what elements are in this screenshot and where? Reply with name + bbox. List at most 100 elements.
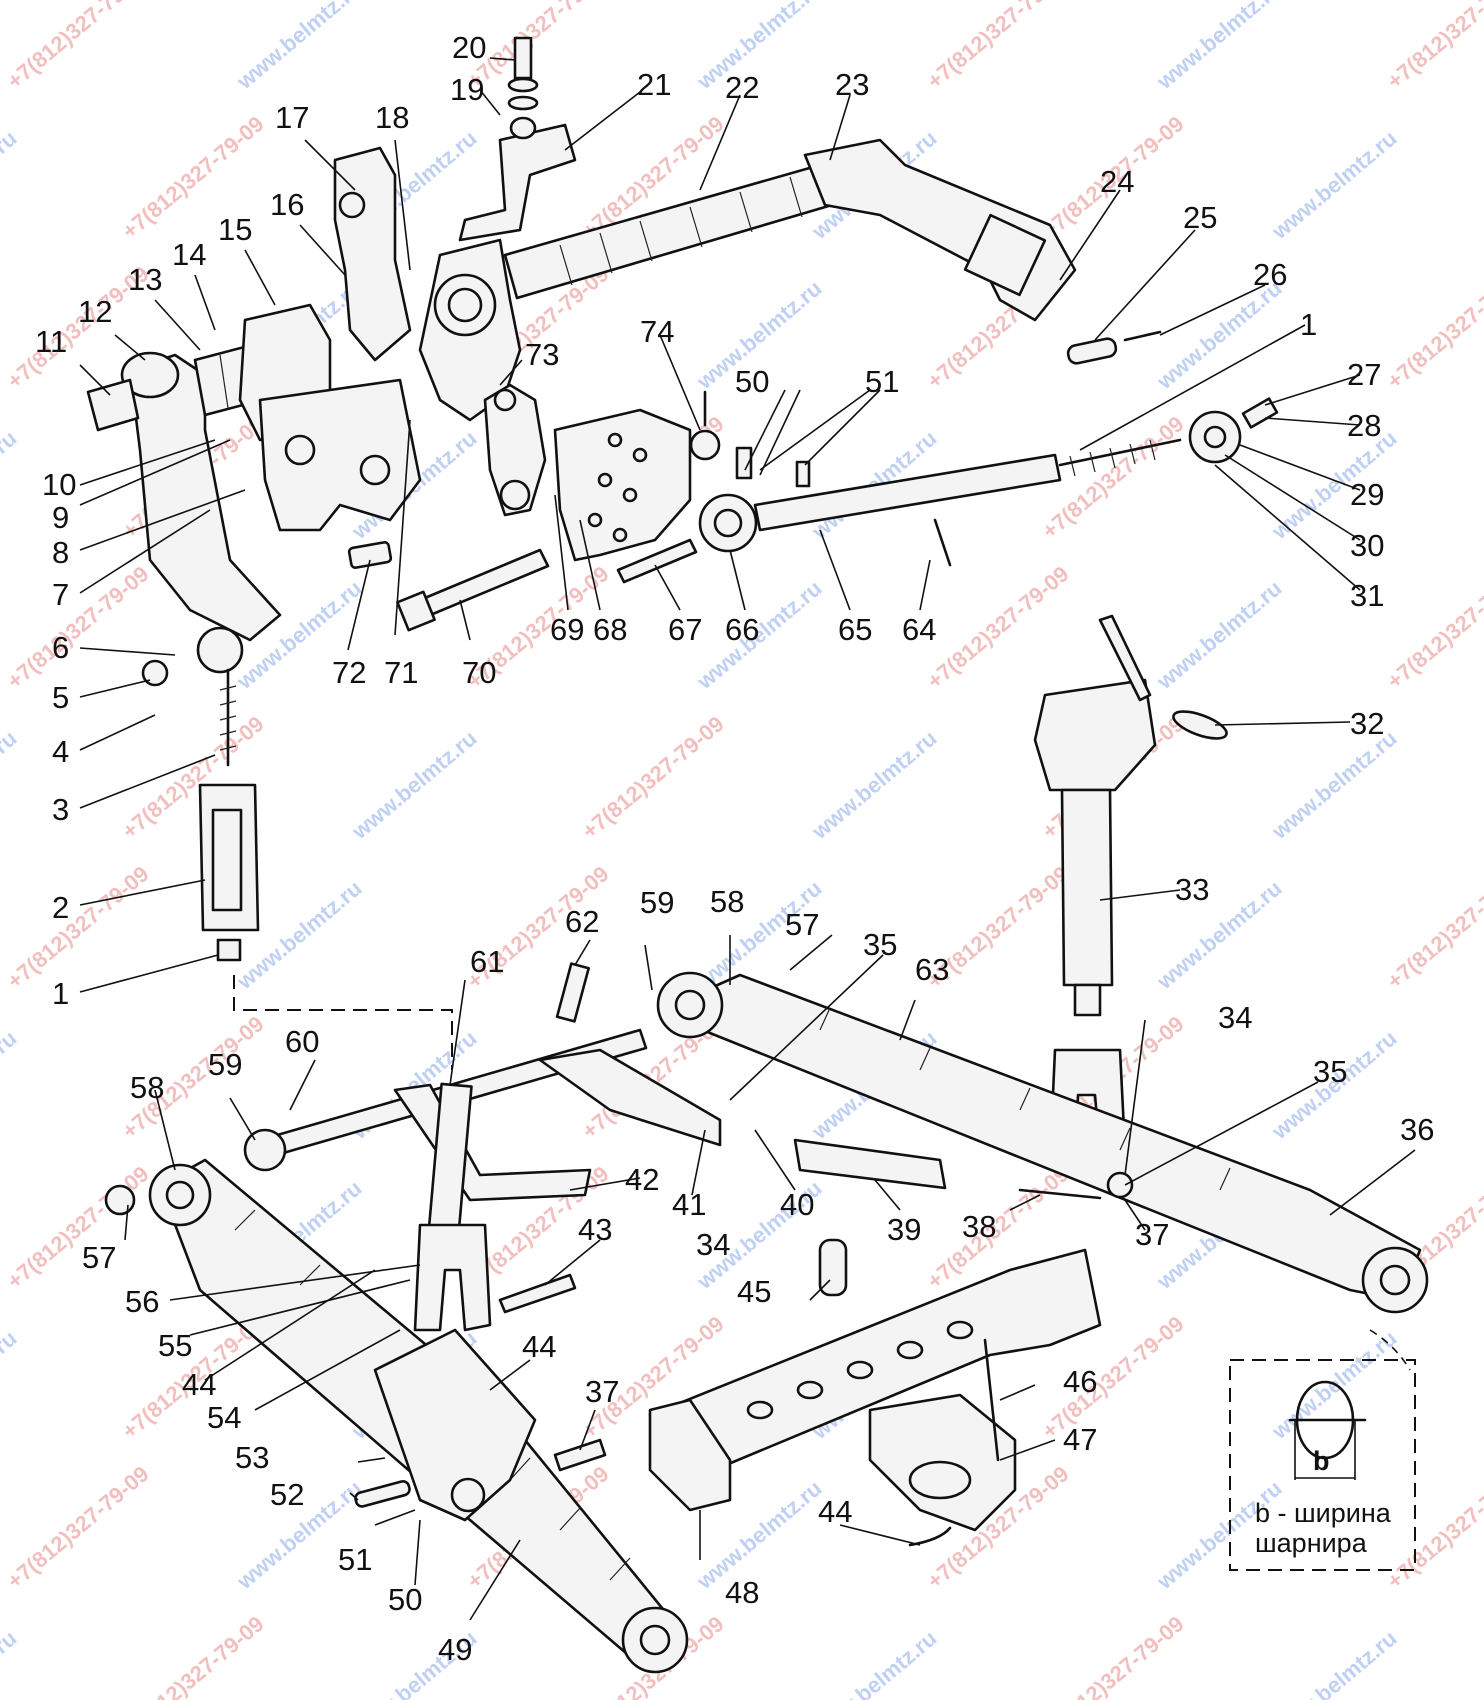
callout-49: 49 bbox=[438, 1632, 472, 1667]
callout-61: 61 bbox=[470, 944, 504, 979]
callout-5: 5 bbox=[52, 680, 69, 715]
callout-67: 67 bbox=[668, 612, 702, 647]
lower-link-left bbox=[104, 1158, 689, 1674]
callout-11: 11 bbox=[35, 324, 67, 359]
cotter-pin-26 bbox=[1123, 330, 1162, 342]
watermark-phone: +7(812)327-79-09 bbox=[1382, 861, 1484, 994]
callout-46: 46 bbox=[1063, 1364, 1097, 1399]
inset-caption-line1: b - ширина bbox=[1255, 1498, 1392, 1528]
nut-5 bbox=[141, 659, 169, 687]
ball-joint-6 bbox=[196, 626, 244, 674]
callout-29: 29 bbox=[1350, 477, 1384, 512]
callout-36: 36 bbox=[1400, 1112, 1434, 1147]
watermark-phone: +7(812)327-79-09 bbox=[922, 561, 1073, 694]
callout-48: 48 bbox=[725, 1575, 759, 1610]
bolt-43 bbox=[498, 1273, 577, 1314]
pin-51 bbox=[795, 460, 811, 488]
callout-37: 37 bbox=[585, 1374, 619, 1409]
watermark-phone: +7(812)327-79-09 bbox=[1382, 0, 1484, 94]
pin-52 bbox=[354, 1480, 411, 1508]
callout-70: 70 bbox=[462, 655, 496, 690]
bolt-70 bbox=[418, 548, 550, 618]
watermark-site: www.belmtz.ru bbox=[1266, 125, 1401, 244]
callout-39: 39 bbox=[887, 1212, 921, 1247]
lower-link-36 bbox=[688, 973, 1422, 1302]
watermark-site: www.belmtz.ru bbox=[231, 0, 366, 94]
callout-8: 8 bbox=[52, 535, 69, 570]
callout-73: 73 bbox=[525, 337, 559, 372]
eye-59-right bbox=[656, 971, 724, 1039]
callout-13: 13 bbox=[128, 262, 162, 297]
cross-shaft bbox=[243, 962, 947, 1332]
watermark-phone: +7(812)327-79-09 bbox=[117, 1611, 268, 1700]
callout-44: 44 bbox=[818, 1494, 852, 1529]
watermark-site: www.belmtz.ru bbox=[806, 725, 941, 844]
watermark-site: www.belmtz.ru bbox=[1151, 0, 1286, 94]
callout-55: 55 bbox=[158, 1328, 192, 1363]
rock-shaft bbox=[503, 163, 834, 300]
callout-50: 50 bbox=[735, 364, 769, 399]
callout-56: 56 bbox=[125, 1284, 159, 1319]
inset-frame bbox=[1229, 1359, 1416, 1571]
watermark-site: www.belmtz.ru bbox=[1151, 275, 1286, 394]
lift-arm-fork bbox=[963, 213, 1047, 297]
watermark-phone: +7(812)327-79-09 bbox=[2, 1161, 153, 1294]
watermark-phone: +7(812)327-79-09 bbox=[2, 0, 153, 94]
ball-end-49 bbox=[621, 1606, 689, 1674]
pin-37-left bbox=[553, 1438, 607, 1472]
callout-15: 15 bbox=[218, 212, 252, 247]
callout-64: 64 bbox=[902, 612, 936, 647]
callout-10: 10 bbox=[42, 467, 76, 502]
watermark-phone: +7(812)327-79-09 bbox=[2, 1461, 153, 1594]
turnbuckle-39 bbox=[793, 1138, 947, 1190]
bracket-plate bbox=[258, 378, 422, 532]
callout-44: 44 bbox=[522, 1329, 556, 1364]
inset-caption-line2: шарнира bbox=[1255, 1528, 1368, 1558]
callout-21: 21 bbox=[637, 67, 671, 102]
handle-64 bbox=[933, 518, 952, 567]
callout-45: 45 bbox=[737, 1274, 771, 1309]
callout-50: 50 bbox=[388, 1582, 422, 1617]
callout-62: 62 bbox=[565, 904, 599, 939]
callout-28: 28 bbox=[1347, 408, 1381, 443]
bolt-20 bbox=[513, 36, 533, 80]
cylinder-head bbox=[1033, 678, 1157, 792]
lever-73 bbox=[483, 383, 547, 517]
callout-58: 58 bbox=[130, 1070, 164, 1105]
callout-63: 63 bbox=[915, 952, 949, 987]
bracket-holes bbox=[587, 432, 648, 543]
watermark-site: www.belmtz.ru bbox=[1151, 575, 1286, 694]
pin-25 bbox=[1066, 337, 1118, 365]
callout-18: 18 bbox=[375, 100, 409, 135]
callout-24: 24 bbox=[1100, 164, 1134, 199]
callout-16: 16 bbox=[270, 187, 304, 222]
callout-51: 51 bbox=[865, 364, 899, 399]
fork-55 bbox=[413, 1223, 492, 1332]
callout-54: 54 bbox=[207, 1400, 241, 1435]
drawbar bbox=[648, 1238, 1102, 1547]
callout-4: 4 bbox=[52, 734, 69, 769]
left-lift-rod bbox=[141, 626, 453, 1070]
callout-1: 1 bbox=[52, 976, 69, 1011]
watermark-phone: +7(812)327-79-09 bbox=[1382, 261, 1484, 394]
pin-46 bbox=[983, 1338, 1000, 1462]
pin-27 bbox=[1241, 397, 1279, 429]
callout-32: 32 bbox=[1350, 706, 1384, 741]
watermark-phone: +7(812)327-79-09 bbox=[2, 861, 153, 994]
callout-59: 59 bbox=[208, 1047, 242, 1082]
watermark-site: www.belmtz.ru bbox=[1151, 875, 1286, 994]
watermark-site: www.belmtz.ru bbox=[1266, 725, 1401, 844]
callout-1: 1 bbox=[1300, 307, 1317, 342]
watermark-site: www.belmtz.ru bbox=[346, 725, 481, 844]
lever-17 bbox=[333, 146, 412, 362]
callout-33: 33 bbox=[1175, 872, 1209, 907]
callout-14: 14 bbox=[172, 237, 206, 272]
callout-40: 40 bbox=[780, 1187, 814, 1222]
nut-57 bbox=[104, 1184, 136, 1216]
bushing-18 bbox=[433, 273, 497, 337]
callout-59: 59 bbox=[640, 885, 674, 920]
callout-66: 66 bbox=[725, 612, 759, 647]
callout-20: 20 bbox=[452, 30, 486, 65]
bolt-62 bbox=[555, 962, 590, 1023]
cylinder-rod bbox=[1073, 983, 1102, 1017]
